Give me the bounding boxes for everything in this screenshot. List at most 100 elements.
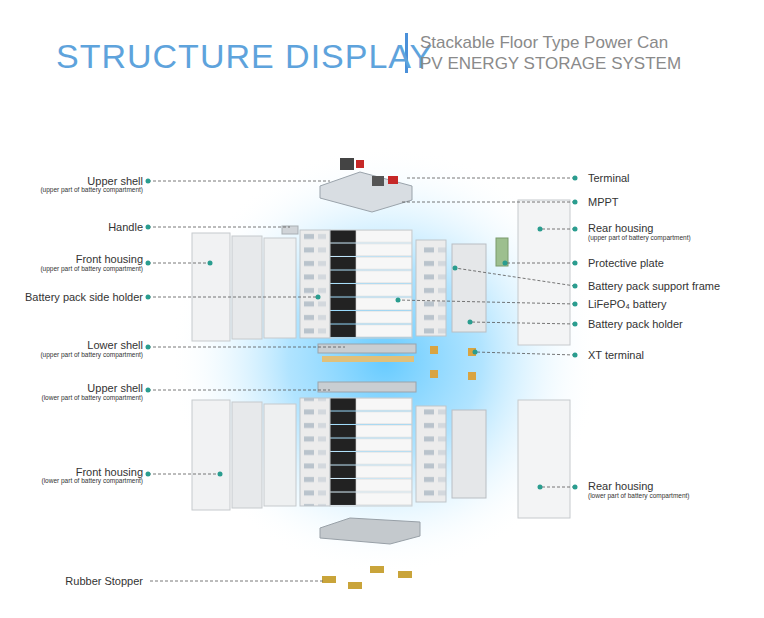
xt-terminal	[430, 346, 438, 354]
part-note: (lower part of battery compartment)	[41, 395, 143, 402]
leader-line	[148, 474, 220, 475]
leader-line	[148, 297, 318, 298]
leader-dot	[538, 485, 543, 490]
front-housing-lower	[192, 400, 296, 510]
rubber-stopper	[348, 582, 362, 589]
terminal-red	[388, 176, 398, 184]
leader-dot	[468, 320, 473, 325]
part-note: (upper part of battery compartment)	[40, 187, 143, 194]
leader-dot	[573, 353, 578, 358]
shell-connectors	[322, 356, 414, 362]
support-frame	[416, 406, 446, 502]
leader-line	[540, 487, 575, 488]
main-title: STRUCTURE DISPLAY	[56, 39, 433, 73]
rubber-stopper	[370, 566, 384, 573]
leader-dot	[573, 200, 578, 205]
part-label: LiFePO₄ battery	[588, 299, 666, 310]
housing-panel	[264, 238, 296, 338]
leader-dot	[146, 295, 151, 300]
leader-dot	[573, 227, 578, 232]
side-holder	[300, 230, 330, 338]
part-note: (upper part of battery compartment)	[588, 235, 691, 242]
part-label: Battery pack support frame	[588, 281, 720, 292]
leader-line	[470, 322, 575, 324]
lifepo4-cells	[330, 398, 412, 506]
leader-dot	[453, 266, 458, 271]
leader-line	[475, 352, 575, 355]
part-label: Battery pack holder	[588, 319, 683, 330]
part-label: Protective plate	[588, 258, 664, 269]
leader-line	[148, 227, 290, 228]
leader-dot	[146, 345, 151, 350]
rear-housing	[518, 400, 570, 518]
leader-dot	[146, 225, 151, 230]
battery-module-lower	[300, 398, 570, 518]
rubber-stopper	[322, 576, 336, 583]
leader-dots	[146, 176, 578, 490]
leader-line	[505, 263, 575, 264]
housing-panel	[232, 402, 262, 508]
part-label: Front housing	[76, 467, 143, 478]
part-note: (lower part of battery compartment)	[41, 478, 143, 485]
lifepo4-cells	[330, 230, 412, 338]
leader-dot	[208, 261, 213, 266]
part-label: Lower shell	[87, 340, 143, 351]
protective-plate	[496, 238, 508, 266]
part-label: XT terminal	[588, 350, 644, 361]
leader-line	[398, 300, 575, 304]
leader-dot	[573, 176, 578, 181]
xt-terminal	[430, 370, 438, 378]
part-label: Rubber Stopper	[65, 576, 143, 587]
housing-panel	[264, 404, 296, 506]
terminal-red	[356, 160, 364, 168]
support-frame	[416, 240, 446, 336]
leader-dot	[146, 388, 151, 393]
side-holder	[300, 398, 330, 506]
leader-line	[540, 229, 575, 230]
subtitle: PV ENERGY STORAGE SYSTEM	[420, 55, 681, 72]
terminal-block	[372, 176, 384, 186]
part-label: Front housing	[76, 254, 143, 265]
housing-panel	[192, 400, 230, 510]
leader-dot	[573, 284, 578, 289]
part-label: Handle	[108, 222, 143, 233]
part-label: Terminal	[588, 173, 630, 184]
leader-line	[400, 202, 575, 203]
part-label: Rear housing	[588, 223, 653, 234]
leader-line	[455, 268, 575, 286]
part-label: Rear housing	[588, 481, 653, 492]
leader-lines	[148, 178, 575, 581]
part-note: (upper part of battery compartment)	[40, 266, 143, 273]
leader-dot	[538, 227, 543, 232]
leader-line	[148, 390, 330, 391]
part-note: (upper part of battery compartment)	[40, 352, 143, 359]
blue-glow	[170, 145, 600, 575]
pack-holder	[452, 410, 486, 498]
front-housing-upper	[192, 226, 298, 341]
upper-shell-lower	[318, 382, 416, 392]
leader-line	[148, 347, 345, 348]
leader-dot	[146, 179, 151, 184]
leader-dot	[473, 350, 478, 355]
lower-shell	[318, 344, 416, 353]
leader-dot	[396, 298, 401, 303]
part-label: Upper shell	[87, 383, 143, 394]
leader-line	[148, 263, 210, 264]
leader-line	[148, 181, 330, 182]
top-shell-mppt	[320, 158, 412, 212]
rubber-stopper	[398, 571, 412, 578]
housing-panel	[192, 233, 230, 341]
xt-terminal	[468, 372, 476, 380]
mppt-board	[320, 172, 412, 212]
leader-dot	[573, 485, 578, 490]
leader-dot	[503, 261, 508, 266]
subtitle: Stackable Floor Type Power Can	[420, 34, 668, 51]
leader-line	[405, 178, 575, 179]
leader-dot	[146, 261, 151, 266]
part-note: (lower part of battery compartment)	[588, 493, 690, 500]
pack-holder	[452, 244, 486, 332]
leader-line	[150, 581, 325, 582]
middle-shells	[318, 344, 476, 392]
leader-dot	[573, 302, 578, 307]
